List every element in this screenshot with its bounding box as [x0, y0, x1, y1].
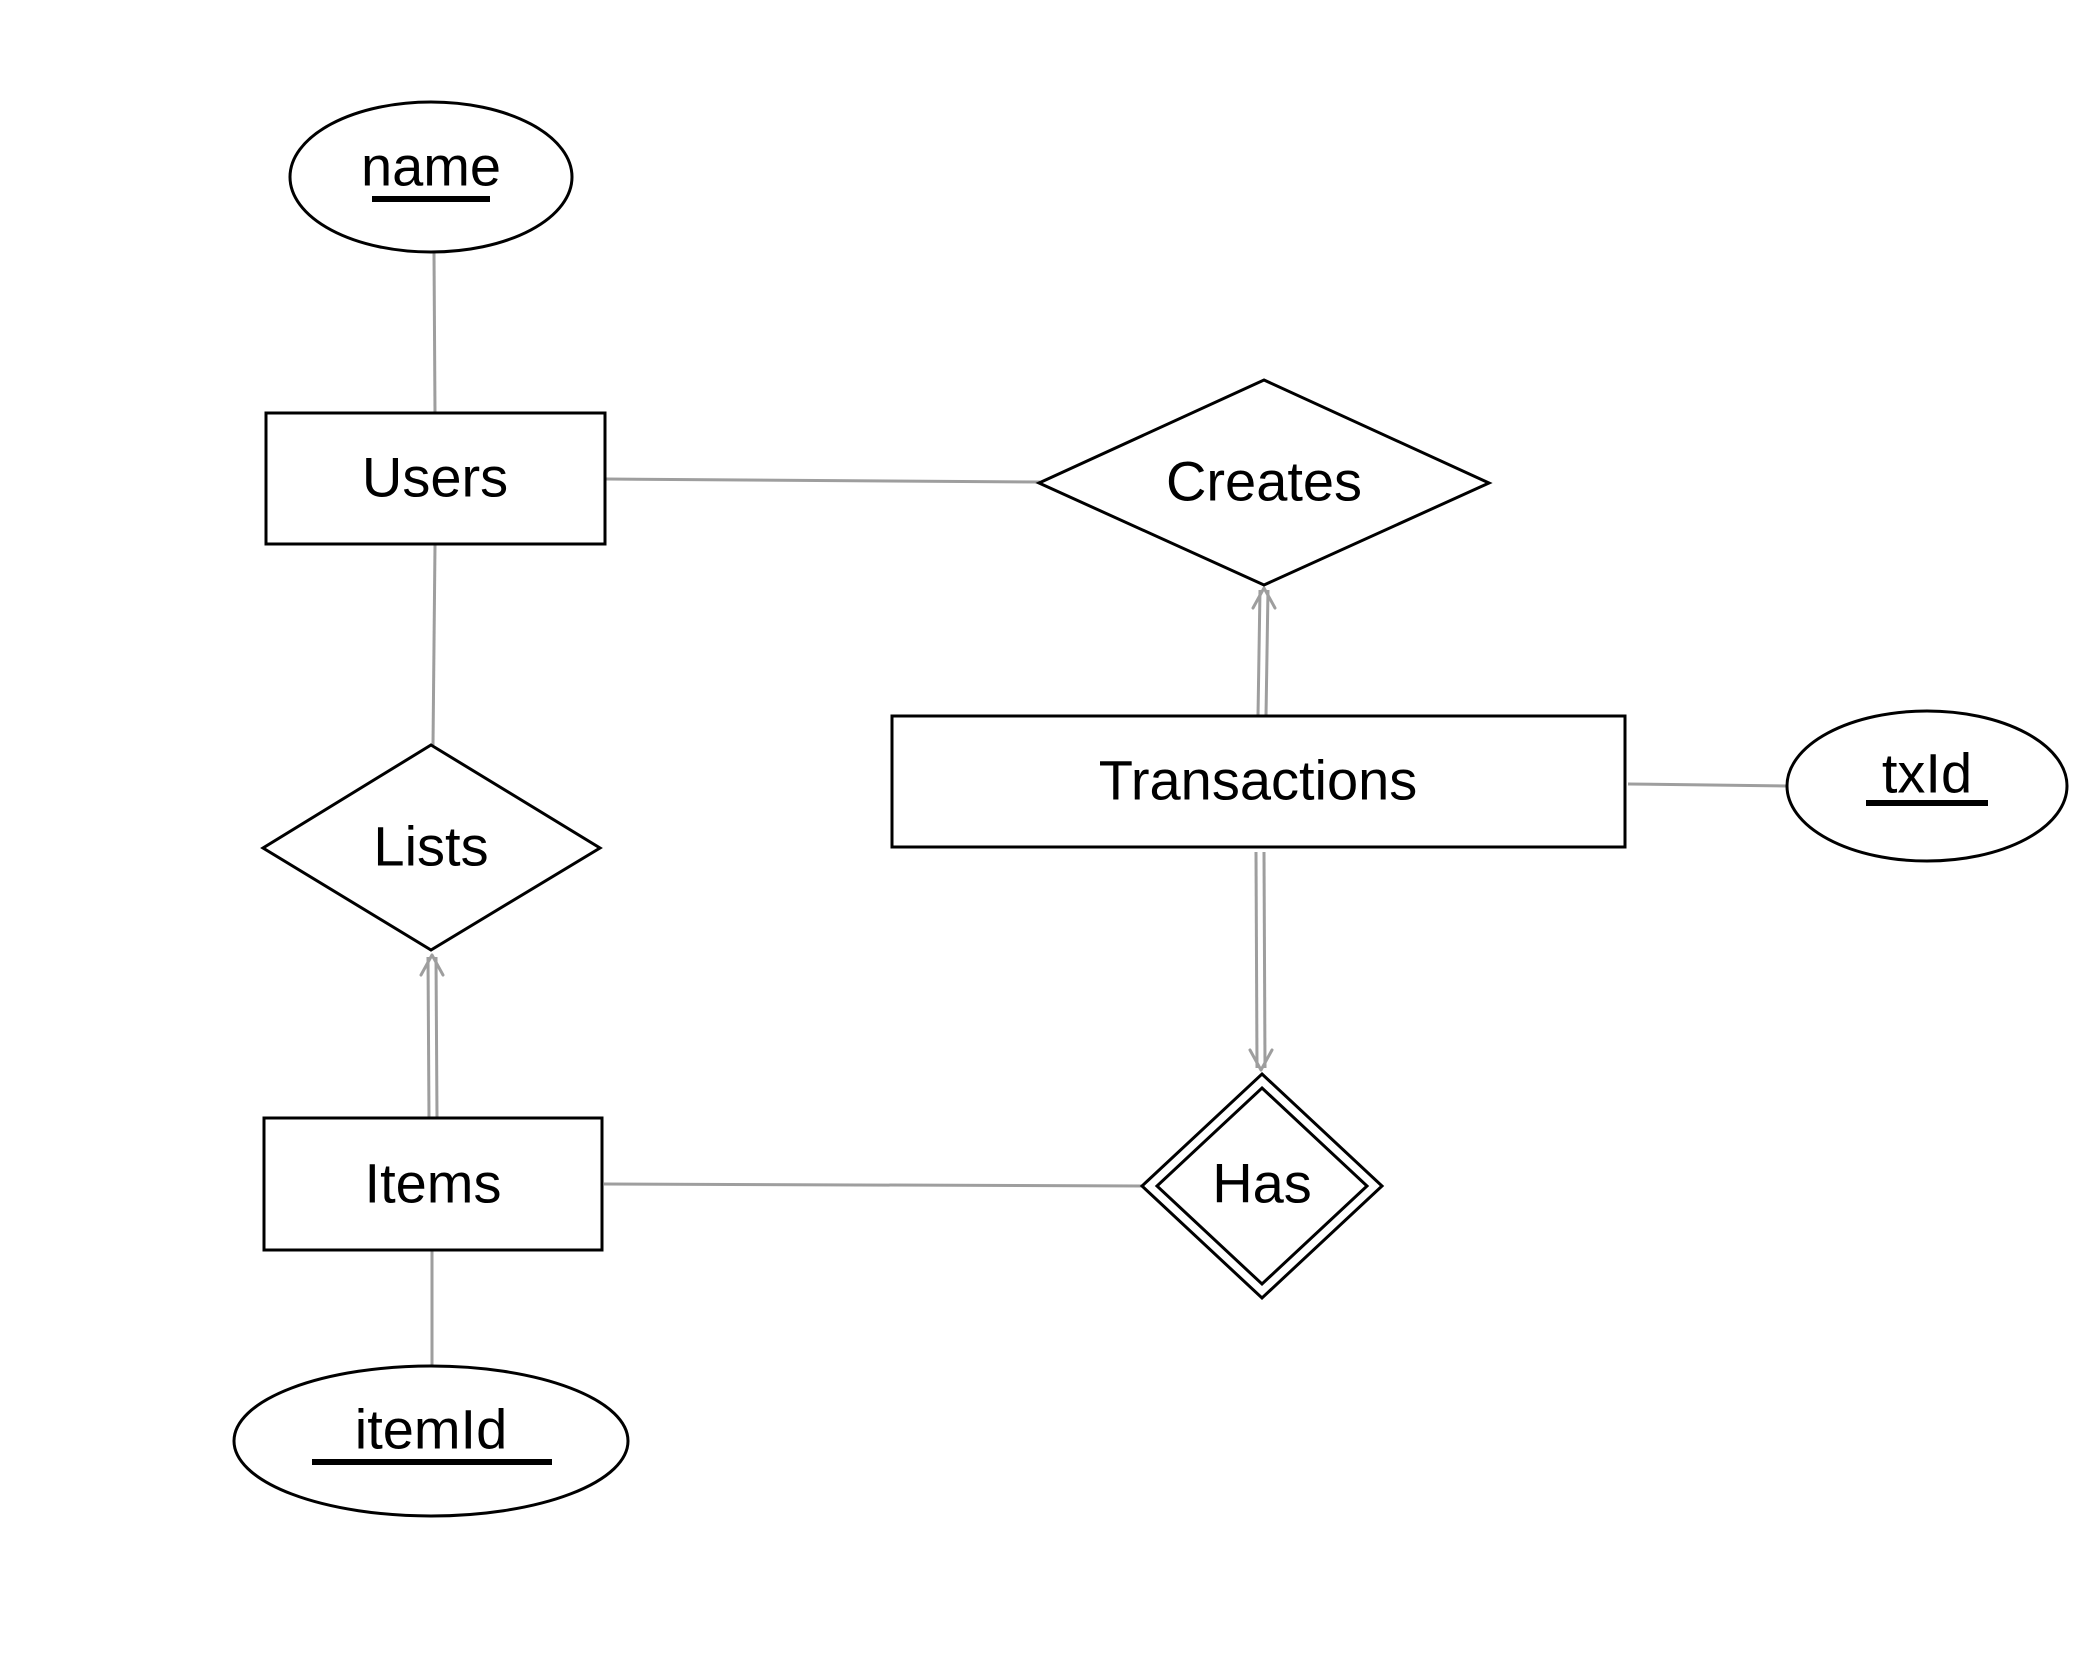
attribute-txid-ellipse	[1785, 709, 2069, 863]
relationship-creates-diamond	[1035, 378, 1493, 587]
connector-transactions-txid	[1627, 782, 1788, 788]
relationship-has-inner-diamond	[1154, 1085, 1370, 1287]
connector-transactions-has	[1248, 851, 1274, 1072]
entity-items: Items	[262, 1116, 604, 1252]
attribute-itemid: itemId	[232, 1364, 630, 1518]
connector-users-lists	[431, 544, 437, 746]
arrowhead-has	[1248, 1048, 1274, 1072]
entity-users: Users	[264, 411, 607, 546]
attribute-name-label: name	[361, 135, 501, 198]
attribute-name-ellipse	[288, 100, 574, 254]
entity-transactions: Transactions	[890, 714, 1627, 849]
entity-transactions-label: Transactions	[1099, 749, 1418, 812]
arrowhead-lists	[419, 953, 445, 977]
relationship-lists-label: Lists	[373, 815, 488, 878]
connector-transactions-creates	[1251, 586, 1277, 717]
connector-items-has	[603, 1182, 1143, 1188]
attribute-name: name	[288, 100, 574, 254]
attribute-itemid-ellipse	[232, 1364, 630, 1518]
attribute-itemid-label: itemId	[355, 1398, 508, 1461]
connectors	[419, 252, 1788, 1368]
attribute-txid-label: txId	[1882, 742, 1972, 805]
relationship-creates: Creates	[1035, 378, 1493, 587]
entity-transactions-box	[890, 714, 1627, 849]
entity-items-label: Items	[365, 1152, 502, 1215]
arrowhead-creates	[1251, 586, 1277, 610]
relationship-lists-diamond	[260, 743, 603, 952]
attribute-txid: txId	[1785, 709, 2069, 863]
entity-users-label: Users	[362, 446, 508, 509]
connector-users-creates	[605, 477, 1041, 484]
entity-users-box	[264, 411, 607, 546]
connector-name-users	[432, 252, 437, 414]
connector-items-lists	[419, 953, 445, 1119]
relationship-has: Has	[1139, 1071, 1385, 1301]
entity-items-box	[262, 1116, 604, 1252]
relationship-has-label: Has	[1212, 1152, 1312, 1215]
relationship-lists: Lists	[260, 743, 603, 952]
relationship-creates-label: Creates	[1166, 450, 1362, 513]
